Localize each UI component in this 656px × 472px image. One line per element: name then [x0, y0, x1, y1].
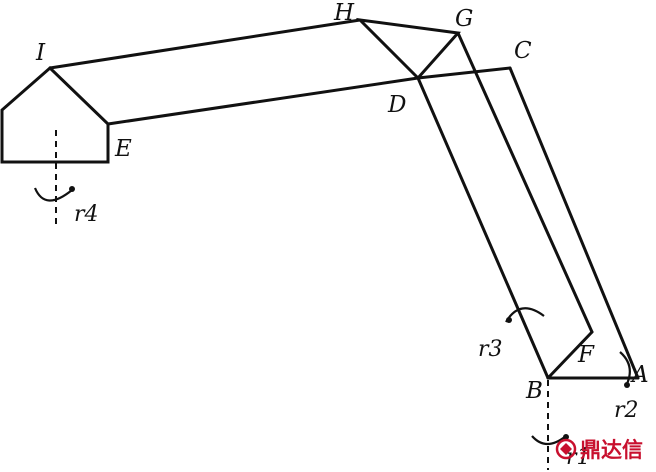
label-A: A — [630, 362, 649, 388]
watermark-text: 鼎达信 — [580, 438, 643, 462]
edge-C-A — [508, 66, 640, 380]
label-r4: r4 — [74, 202, 99, 227]
rotation-r4-icon — [33, 186, 75, 202]
label-I: I — [35, 40, 46, 66]
edge-I-H — [48, 18, 362, 70]
label-G: G — [455, 6, 473, 32]
label-F: F — [577, 342, 595, 368]
label-C: C — [514, 38, 532, 64]
label-B: B — [525, 378, 543, 404]
edge-G-F — [456, 31, 594, 334]
label-D: D — [387, 92, 406, 118]
edge-F-B — [546, 330, 594, 380]
edge-D-B — [416, 76, 550, 380]
label-E: E — [114, 136, 132, 162]
label-r3: r3 — [478, 337, 503, 362]
rotation-r1-icon — [531, 434, 569, 446]
edge-D-C — [416, 66, 512, 80]
label-H: H — [333, 0, 355, 26]
rotation-r3-icon — [505, 307, 545, 323]
joint-triangle — [355, 17, 461, 81]
rotation-r2-icon — [619, 351, 631, 388]
watermark-logo: 鼎达信 — [555, 438, 643, 462]
label-r2: r2 — [614, 398, 639, 423]
base-block — [0, 65, 110, 164]
edge-E-D — [106, 76, 420, 126]
